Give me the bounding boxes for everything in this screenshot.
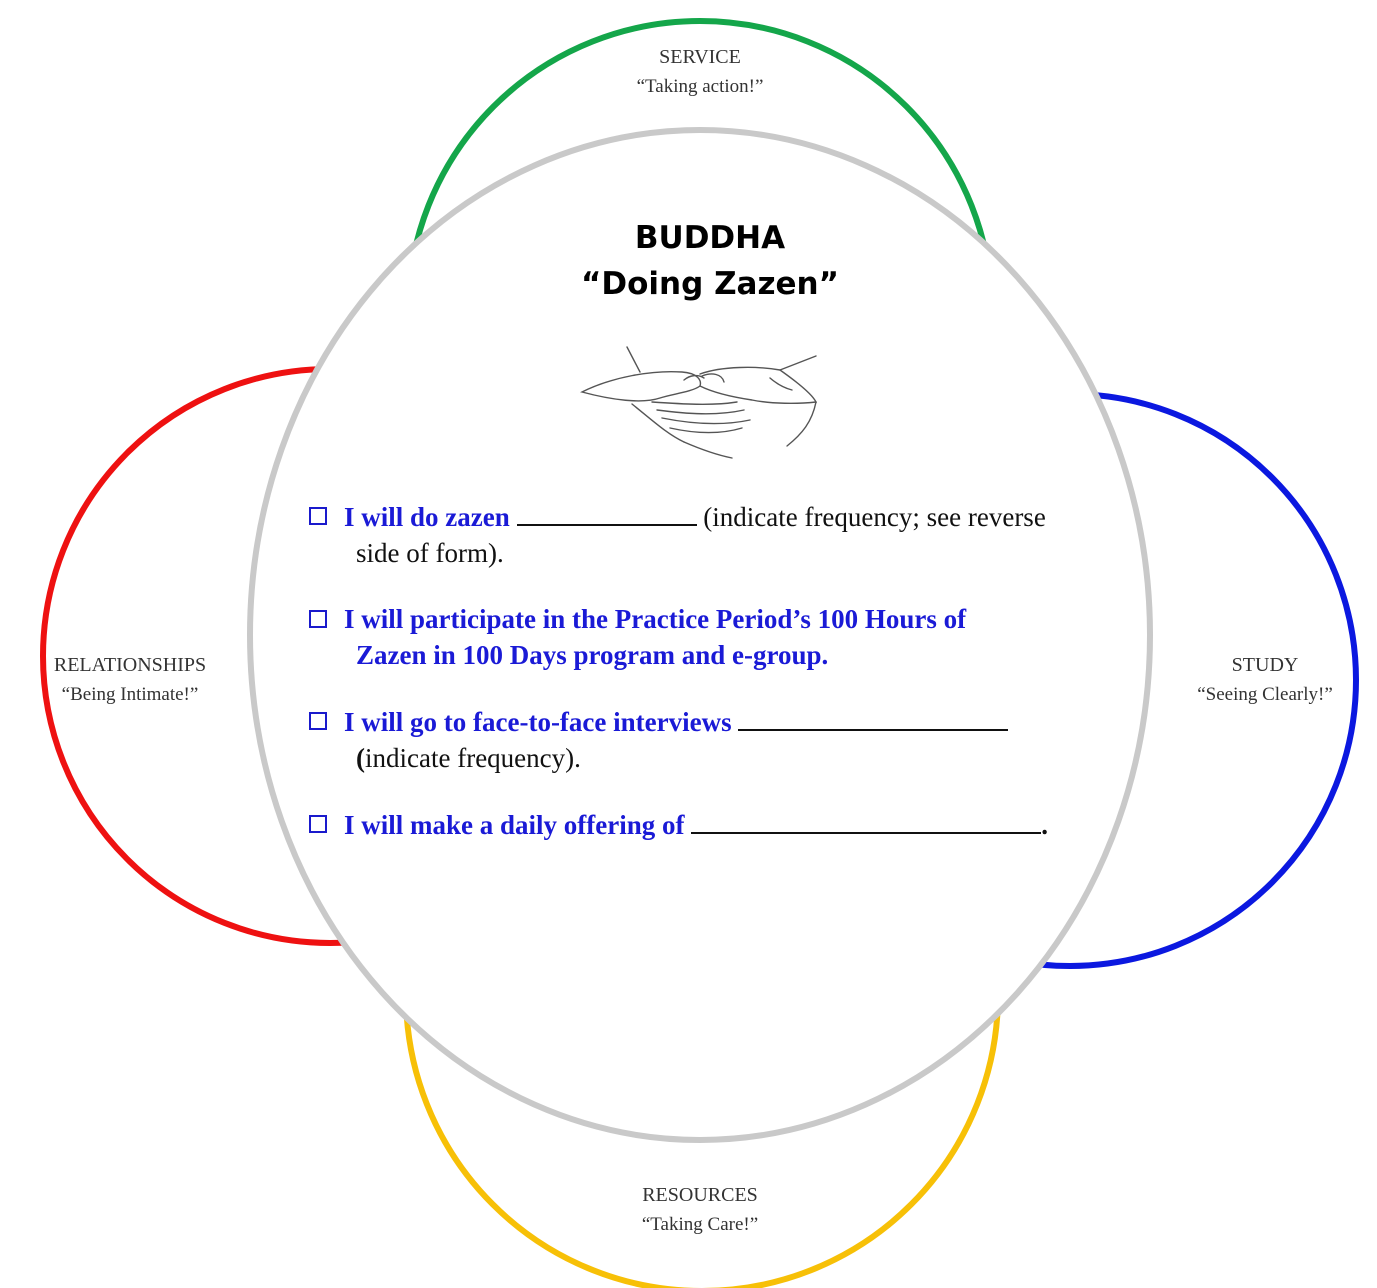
resources-heading: RESOURCES	[642, 1184, 758, 1206]
checkbox-interviews[interactable]	[309, 712, 327, 730]
commitment-100-hours-label-cont: Zazen in 100 Days program and e-group.	[356, 640, 829, 670]
commitment-list: I will do zazen (indicate frequency; see…	[308, 498, 1108, 873]
study-label: STUDY “Seeing Clearly!”	[1150, 650, 1377, 710]
study-heading: STUDY	[1231, 654, 1299, 676]
commitment-interviews-note-text: indicate frequency).	[365, 743, 581, 773]
center-title: BUDDHA “Doing Zazen”	[480, 215, 940, 307]
service-label: SERVICE “Taking action!”	[590, 42, 810, 102]
commitment-zazen-note: (indicate frequency; see reverse	[703, 502, 1046, 532]
doing-zazen-subtitle: “Doing Zazen”	[581, 266, 839, 302]
commitment-zazen-note-cont: side of form).	[356, 538, 504, 568]
commitment-100-hours-label: I will participate in the Practice Perio…	[344, 604, 967, 634]
resources-label: RESOURCES “Taking Care!”	[590, 1180, 810, 1240]
interviews-frequency-blank[interactable]	[738, 703, 1009, 731]
commitment-offering-end: .	[1041, 810, 1048, 840]
checkbox-offering[interactable]	[309, 815, 327, 833]
service-heading: SERVICE	[659, 46, 741, 68]
checkbox-zazen[interactable]	[309, 507, 327, 525]
commitment-interviews-note: (indicate frequency).	[344, 740, 1108, 776]
commitment-interviews: I will go to face-to-face interviews (in…	[308, 703, 1108, 776]
commitment-zazen: I will do zazen (indicate frequency; see…	[308, 498, 1108, 571]
relationships-subtitle: “Being Intimate!”	[61, 684, 199, 705]
commitment-100-hours: I will participate in the Practice Perio…	[308, 601, 1108, 673]
zazen-mudra-illustration	[580, 346, 818, 459]
commitment-offering: I will make a daily offering of .	[308, 806, 1108, 843]
offering-blank[interactable]	[691, 806, 1042, 834]
service-subtitle: “Taking action!”	[636, 76, 764, 97]
commitment-zazen-label: I will do zazen	[344, 502, 510, 532]
relationships-heading: RELATIONSHIPS	[53, 654, 207, 676]
checkbox-100-hours[interactable]	[309, 610, 327, 628]
relationships-label: RELATIONSHIPS “Being Intimate!”	[10, 650, 250, 710]
buddha-heading: BUDDHA	[634, 220, 786, 256]
zazen-frequency-blank[interactable]	[516, 498, 697, 526]
commitment-interviews-label: I will go to face-to-face interviews	[344, 707, 732, 737]
commitment-interviews-paren: (	[356, 743, 365, 773]
center-ring	[247, 127, 1153, 1143]
study-subtitle: “Seeing Clearly!”	[1197, 684, 1333, 705]
commitment-offering-label: I will make a daily offering of	[344, 810, 685, 840]
resources-subtitle: “Taking Care!”	[641, 1214, 759, 1235]
